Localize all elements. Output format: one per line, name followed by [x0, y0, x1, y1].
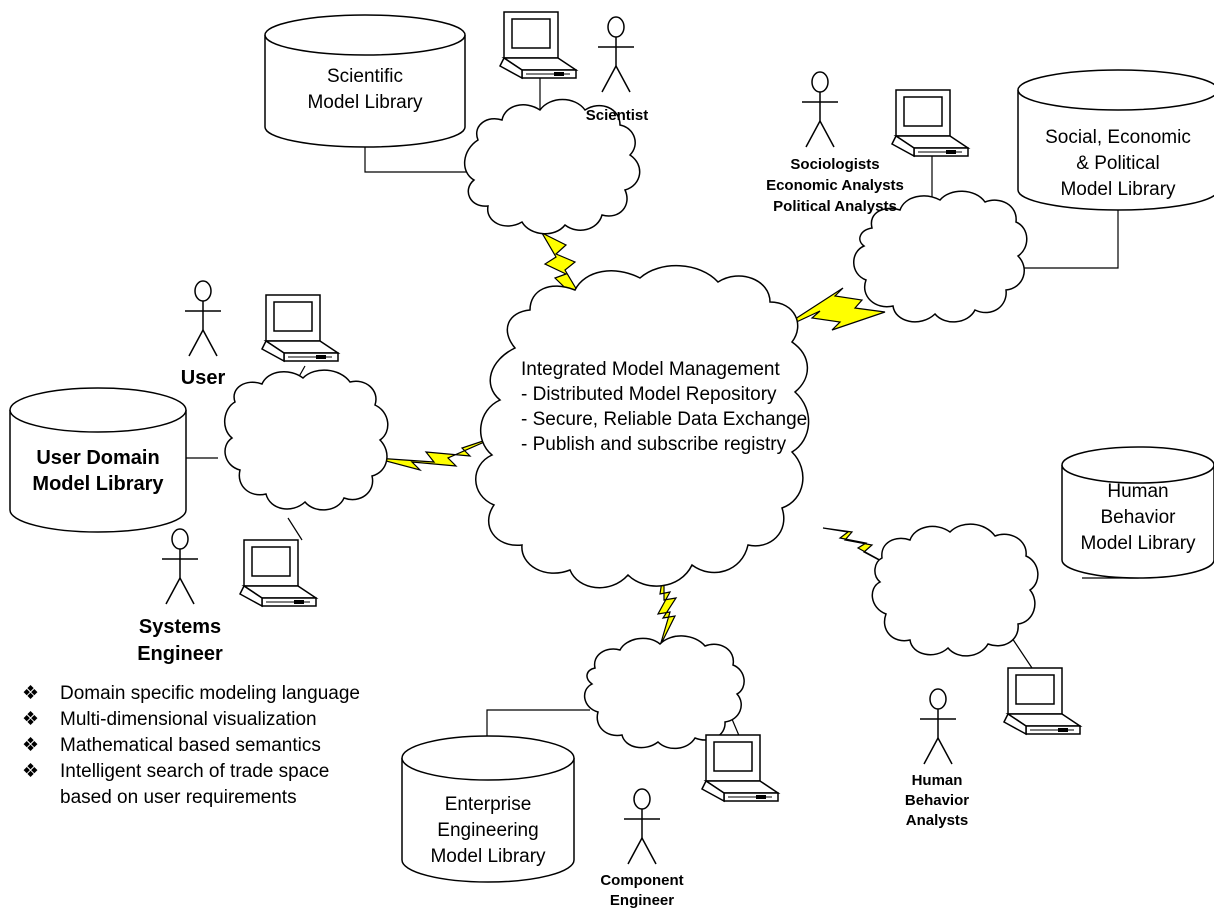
- library-label: Model Library: [1060, 179, 1176, 200]
- person-label: Engineer: [137, 643, 223, 665]
- cloud-social: [853, 190, 1028, 323]
- cloud-enterprise: [583, 635, 745, 750]
- person-label: Political Analysts: [773, 198, 897, 215]
- bullet-marker-icon: ❖: [22, 761, 39, 782]
- laptop-icon: [239, 539, 317, 607]
- cloud-human: [871, 523, 1039, 657]
- person-icon: [801, 71, 839, 148]
- person-label: Systems: [139, 616, 221, 638]
- library-label: Model Library: [307, 92, 423, 113]
- person-label: Human: [912, 772, 963, 789]
- library-label: & Political: [1076, 153, 1159, 174]
- central-item: - Distributed Model Repository: [521, 384, 777, 405]
- bullet-marker-icon: ❖: [22, 709, 39, 730]
- person-label: Scientist: [586, 107, 649, 124]
- library-user-domain: [9, 387, 187, 533]
- person-icon: [161, 528, 199, 605]
- cloud-scientific: [464, 98, 641, 235]
- person-label: User: [181, 367, 226, 389]
- laptop-icon: [261, 294, 339, 362]
- library-label: Human: [1107, 481, 1168, 502]
- bullet-text: Mathematical based semantics: [60, 735, 321, 756]
- library-human-behavior: [1061, 446, 1214, 579]
- library-label: User Domain: [36, 447, 159, 469]
- person-icon: [623, 788, 661, 865]
- bullet-text: Domain specific modeling language: [60, 683, 360, 704]
- library-label: Behavior: [1101, 507, 1177, 528]
- cloud-user: [224, 369, 389, 511]
- library-label: Model Library: [32, 473, 164, 495]
- library-label: Model Library: [1080, 533, 1196, 554]
- central-item: - Publish and subscribe registry: [521, 434, 787, 455]
- person-label: Analysts: [906, 812, 969, 829]
- bullet-marker-icon: ❖: [22, 735, 39, 756]
- bullet-text: Intelligent search of trade space: [60, 761, 329, 782]
- laptop-icon: [499, 11, 577, 79]
- cloud-central: [475, 265, 810, 589]
- central-text: Integrated Model Management - Distribute…: [521, 359, 807, 455]
- person-icon: [919, 688, 957, 765]
- library-label: Model Library: [430, 846, 546, 867]
- person-label: Sociologists: [790, 156, 879, 173]
- person-labels: Scientist Sociologists Economic Analysts…: [137, 107, 969, 909]
- feature-bullet-list: ❖ Domain specific modeling language ❖ Mu…: [22, 683, 360, 808]
- library-enterprise: [401, 735, 575, 883]
- person-icon: [184, 280, 222, 357]
- clouds: [224, 98, 1039, 750]
- person-icon: [597, 16, 635, 93]
- libraries: [9, 14, 1214, 883]
- library-label: Engineering: [437, 820, 538, 841]
- person-label: Behavior: [905, 792, 969, 809]
- library-social: [1017, 69, 1214, 211]
- laptop-icon: [701, 734, 779, 802]
- library-label: Enterprise: [445, 794, 532, 815]
- bullet-text: Multi-dimensional visualization: [60, 709, 317, 730]
- library-label: Scientific: [327, 66, 403, 87]
- laptop-icon: [1003, 667, 1081, 735]
- library-scientific: [264, 14, 466, 148]
- central-item: - Secure, Reliable Data Exchange: [521, 409, 807, 430]
- library-label: Social, Economic: [1045, 127, 1191, 148]
- bullet-text: based on user requirements: [60, 787, 297, 808]
- library-labels: Scientific Model Library Social, Economi…: [32, 66, 1196, 867]
- bullet-marker-icon: ❖: [22, 683, 39, 704]
- central-title: Integrated Model Management: [521, 359, 780, 380]
- laptop-icon: [891, 89, 969, 157]
- person-label: Engineer: [610, 892, 674, 909]
- person-label: Component: [600, 872, 683, 889]
- person-label: Economic Analysts: [766, 177, 904, 194]
